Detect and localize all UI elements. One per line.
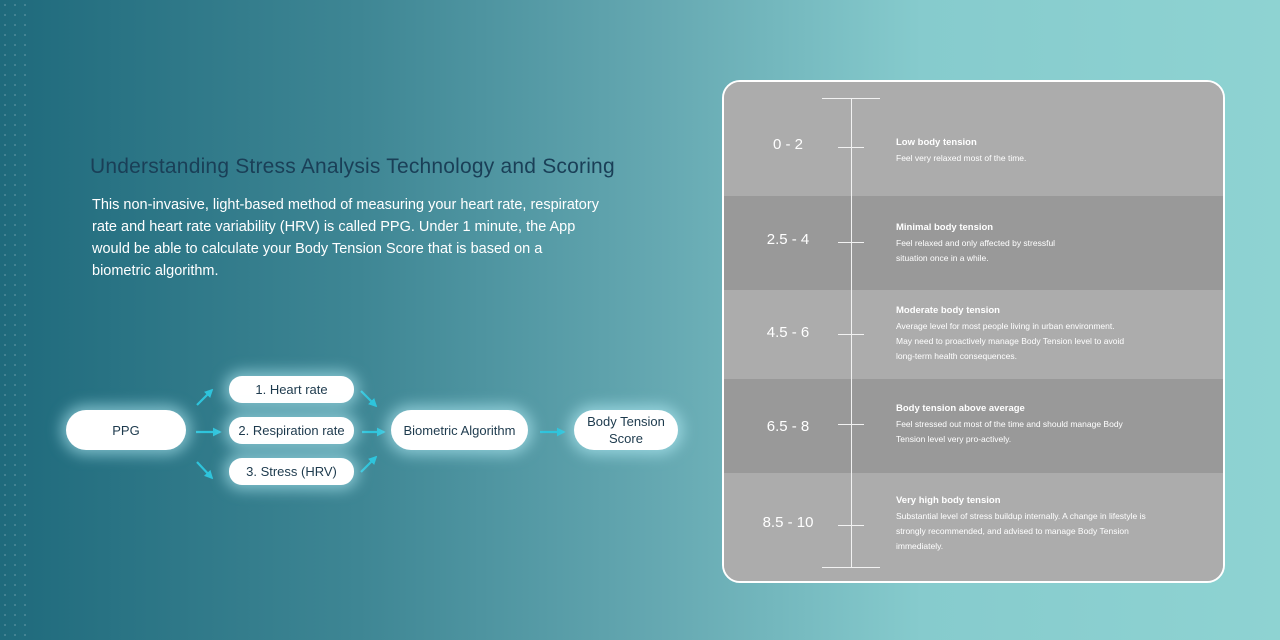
scale-level-line: May need to proactively manage Body Tens… [896, 336, 1125, 346]
scale-level-line: situation once in a while. [896, 253, 989, 263]
page-description: This non-invasive, light-based method of… [92, 197, 599, 279]
scale-level-title: Low body tension [896, 137, 977, 148]
arrow-stress-to-algorithm [360, 455, 378, 473]
body-tension-scale: 0 - 2 Low body tension Feel very relaxed… [722, 80, 1225, 583]
biometric-algorithm-node: Biometric Algorithm [391, 410, 528, 450]
scale-level-line: Feel relaxed and only affected by stress… [896, 238, 1056, 248]
scale-info: Very high body tension Substantial level… [896, 495, 1196, 554]
scale-level-line: Tension level very pro-actively. [896, 434, 1012, 444]
page-title: Understanding Stress Analysis Technology… [90, 155, 615, 178]
scale-level-title: Very high body tension [896, 495, 1001, 506]
scale-level-line: Substantial level of stress buildup inte… [896, 511, 1146, 521]
scale-level-line: Feel stressed out most of the time and s… [896, 419, 1123, 429]
scale-range: 0 - 2 [772, 136, 803, 153]
arrow-ppg-to-heart-rate [196, 388, 214, 406]
scale-band-minimal: 2.5 - 4 Minimal body tension Feel relaxe… [724, 196, 1223, 290]
scale-info: Body tension above average Feel stressed… [896, 403, 1196, 447]
scale-info: Minimal body tension Feel relaxed and on… [896, 222, 1196, 266]
respiration-rate-node: 2. Respiration rate [229, 417, 354, 444]
ppg-node: PPG [66, 410, 186, 450]
scale-range: 4.5 - 6 [766, 324, 810, 341]
scale-axis-bottom-cap [822, 567, 880, 568]
scale-level-line: Average level for most people living in … [896, 321, 1115, 331]
scale-level-line: immediately. [896, 541, 944, 551]
scale-level-line: strongly recommended, and advised to man… [896, 526, 1129, 536]
scale-level-line: Feel very relaxed most of the time. [896, 153, 1027, 163]
arrow-heart-rate-to-algorithm [360, 390, 378, 408]
ppg-flow-diagram: PPG 1. Heart rate 2. Respiration rate 3.… [66, 376, 678, 485]
arrow-ppg-to-stress [196, 461, 214, 480]
scale-info: Low body tension Feel very relaxed most … [896, 137, 1196, 166]
flow-arrows [196, 388, 566, 480]
scale-range: 2.5 - 4 [766, 231, 810, 248]
scale-band-above-average: 6.5 - 8 Body tension above average Feel … [724, 379, 1223, 473]
scale-band-moderate: 4.5 - 6 Moderate body tension Average le… [724, 290, 1223, 379]
scale-band-very-high: 8.5 - 10 Very high body tension Substant… [724, 473, 1223, 581]
scale-band-low: 0 - 2 Low body tension Feel very relaxed… [724, 82, 1223, 196]
scale-range: 8.5 - 10 [762, 514, 814, 531]
scale-level-title: Body tension above average [896, 403, 1025, 414]
dot-pattern [0, 0, 30, 640]
scale-info: Moderate body tension Average level for … [896, 305, 1196, 364]
body-tension-score-node: Body Tension Score [574, 410, 678, 450]
scale-level-line: long-term health consequences. [896, 351, 1017, 361]
scale-level-title: Moderate body tension [896, 305, 1000, 316]
scale-axis [851, 98, 852, 567]
scale-axis-top-cap [822, 98, 880, 99]
scale-level-title: Minimal body tension [896, 222, 994, 233]
heart-rate-node: 1. Heart rate [229, 376, 354, 403]
scale-range: 6.5 - 8 [766, 418, 810, 435]
stress-hrv-node: 3. Stress (HRV) [229, 458, 354, 485]
